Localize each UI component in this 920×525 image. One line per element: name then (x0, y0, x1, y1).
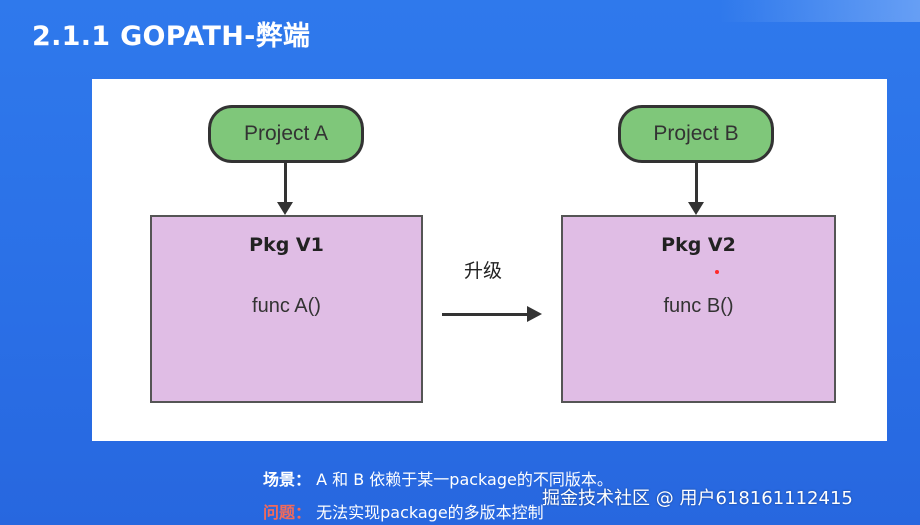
problem-note: 问题： 无法实现package的多版本控制 (263, 499, 544, 523)
project-b-node: Project B (618, 105, 774, 163)
corner-glow (720, 0, 920, 22)
upgrade-label: 升级 (464, 260, 503, 282)
problem-label: 问题： (263, 503, 312, 522)
project-a-node: Project A (208, 105, 364, 163)
arrow-down-b (688, 163, 704, 215)
watermark: 掘金技术社区 @ 用户618161112415 (542, 488, 853, 509)
pkg-v1-title: Pkg V1 (249, 234, 324, 256)
diagram-panel: Project A Project B Pkg V1 func A() Pkg … (92, 79, 887, 441)
pkg-v2-func: func B() (663, 295, 734, 317)
pointer-dot (715, 270, 719, 274)
pkg-v1-box: Pkg V1 func A() (150, 215, 423, 403)
problem-text: 无法实现package的多版本控制 (316, 503, 544, 522)
slide-title: 2.1.1 GOPATH-弊端 (32, 21, 311, 52)
scenario-note: 场景： A 和 B 依赖于某一package的不同版本。 (263, 466, 613, 490)
scenario-text: A 和 B 依赖于某一package的不同版本。 (316, 470, 613, 489)
pkg-v2-title: Pkg V2 (661, 234, 736, 256)
pkg-v1-func: func A() (252, 295, 321, 317)
arrow-right-upgrade (442, 306, 542, 322)
scenario-label: 场景： (263, 470, 312, 489)
pkg-v2-box: Pkg V2 func B() (561, 215, 836, 403)
arrow-down-a (277, 163, 293, 215)
